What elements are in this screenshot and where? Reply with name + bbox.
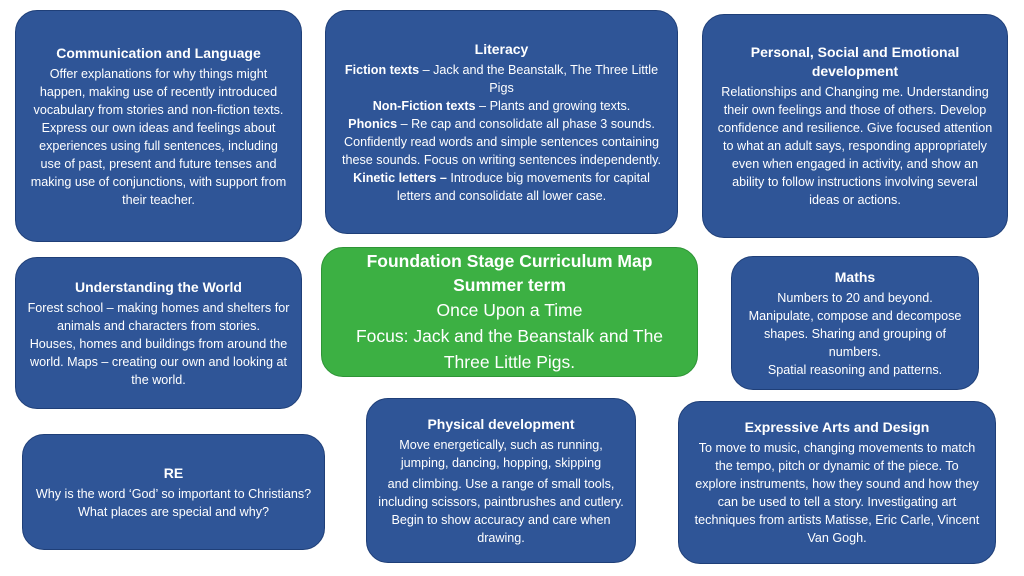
literacy-phonics-text: – Re cap and consolidate all phase 3 sou… — [397, 116, 655, 131]
understanding-world-title: Understanding the World — [75, 278, 242, 295]
literacy-kinetic-label: Kinetic letters – — [353, 170, 447, 185]
literacy-nonfiction-text: – Plants and growing texts. — [475, 98, 631, 113]
physical-development-text-2: and climbing. Use a range of small tools… — [378, 476, 624, 545]
understanding-world-text-1: Forest school – making homes and shelter… — [27, 300, 290, 333]
literacy-fiction-label: Fiction texts — [344, 62, 420, 77]
physical-development-text-1: Move energetically, such as running, jum… — [399, 437, 603, 470]
expressive-arts-text: To move to music, changing movements to … — [694, 441, 980, 545]
communication-language-title: Communication and Language — [56, 44, 261, 61]
literacy-title: Literacy — [474, 40, 529, 57]
focus-text: Focus: Jack and the Beanstalk and The Th… — [355, 326, 664, 372]
re-box: RE Why is the word ‘God’ so important to… — [22, 434, 325, 550]
literacy-phonics: Phonics – Re cap and consolidate all pha… — [336, 115, 667, 133]
curriculum-map-title: Foundation Stage Curriculum Map — [366, 251, 653, 271]
pse-text: Relationships and Changing me. Understan… — [717, 85, 993, 207]
physical-development-title: Physical development — [427, 415, 575, 432]
understanding-world-text-2: Houses, homes and buildings from around … — [29, 336, 288, 387]
literacy-fiction: Fiction texts – Jack and the Beanstalk, … — [336, 61, 667, 97]
literacy-phonics-label: Phonics — [348, 116, 398, 131]
pse-title: Personal, Social and Emotional developme… — [750, 44, 960, 79]
literacy-fiction-text: – Jack and the Beanstalk, The Three Litt… — [419, 62, 659, 95]
pse-box: Personal, Social and Emotional developme… — [702, 14, 1008, 238]
maths-text-3: Spatial reasoning and patterns. — [767, 362, 943, 377]
understanding-world-box: Understanding the World Forest school – … — [15, 257, 302, 409]
literacy-nonfiction: Non-Fiction texts – Plants and growing t… — [336, 97, 667, 115]
expressive-arts-box: Expressive Arts and Design To move to mu… — [678, 401, 996, 564]
communication-language-box: Communication and Language Offer explana… — [15, 10, 302, 242]
literacy-kinetic-text: Introduce big movements for capital lett… — [396, 170, 650, 203]
maths-box: Maths Numbers to 20 and beyond. Manipula… — [731, 256, 979, 390]
maths-text-2: Manipulate, compose and decompose shapes… — [748, 308, 962, 359]
literacy-box: Literacy Fiction texts – Jack and the Be… — [325, 10, 678, 234]
literacy-phonics-more: Confidently read words and simple senten… — [341, 134, 661, 167]
maths-text-1: Numbers to 20 and beyond. — [777, 290, 933, 305]
term-title: Summer term — [453, 275, 566, 295]
maths-title: Maths — [834, 268, 876, 285]
curriculum-map-title-box: Foundation Stage Curriculum Map Summer t… — [321, 247, 698, 377]
expressive-arts-title: Expressive Arts and Design — [744, 419, 930, 435]
physical-development-box: Physical development Move energetically,… — [366, 398, 636, 563]
re-text: Why is the word ‘God’ so important to Ch… — [35, 486, 312, 519]
re-title: RE — [163, 464, 184, 481]
topic-title: Once Upon a Time — [436, 300, 583, 320]
communication-language-text: Offer explanations for why things might … — [30, 66, 287, 207]
literacy-kinetic: Kinetic letters – Introduce big movement… — [336, 169, 667, 205]
literacy-nonfiction-label: Non-Fiction texts — [372, 98, 476, 113]
